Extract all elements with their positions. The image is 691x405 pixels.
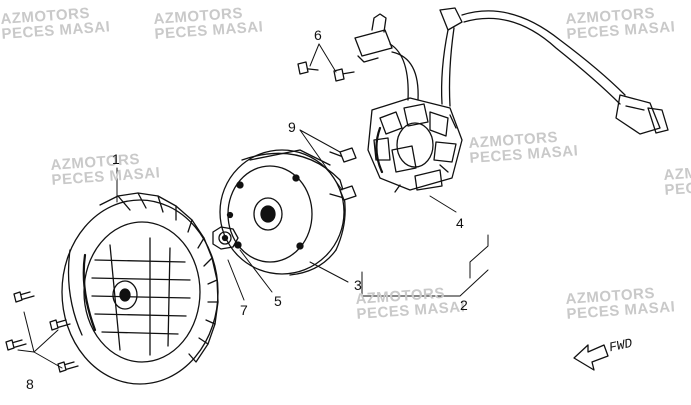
callout-assembly: 2 [460,297,468,313]
callout-washer: 7 [240,302,248,318]
pulser-screws [297,61,355,82]
callout-fan: 1 [112,151,120,167]
callout-flywheel: 3 [354,277,362,293]
callout-fan-screw: 8 [26,376,34,392]
fan-screws [5,291,79,373]
callout-nut: 5 [274,293,282,309]
stator-screws [329,147,357,201]
callout-stator: 4 [456,215,464,231]
callout-stator-screw: 9 [288,119,296,135]
leader-lines [17,43,489,369]
callout-pulser-screw: 6 [314,27,322,43]
flywheel-nut [212,226,239,250]
flywheel-rotor [219,149,346,276]
cooling-fan [61,192,219,385]
stator-coil [354,7,669,193]
forward-arrow-icon [573,344,609,371]
